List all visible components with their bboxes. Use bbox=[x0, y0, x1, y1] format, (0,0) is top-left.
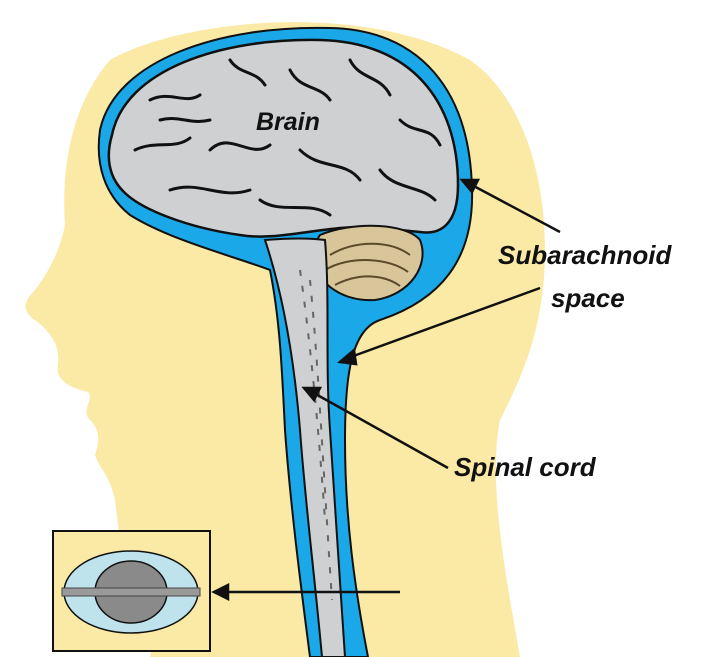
inset-cross-section bbox=[53, 531, 210, 651]
subarachnoid-label-line1: Subarachnoid bbox=[498, 240, 671, 271]
spinal-cord-label: Spinal cord bbox=[454, 452, 596, 483]
subarachnoid-label-line2: space bbox=[551, 283, 625, 314]
inset-ligament bbox=[62, 588, 200, 596]
brain-label: Brain bbox=[256, 108, 320, 137]
